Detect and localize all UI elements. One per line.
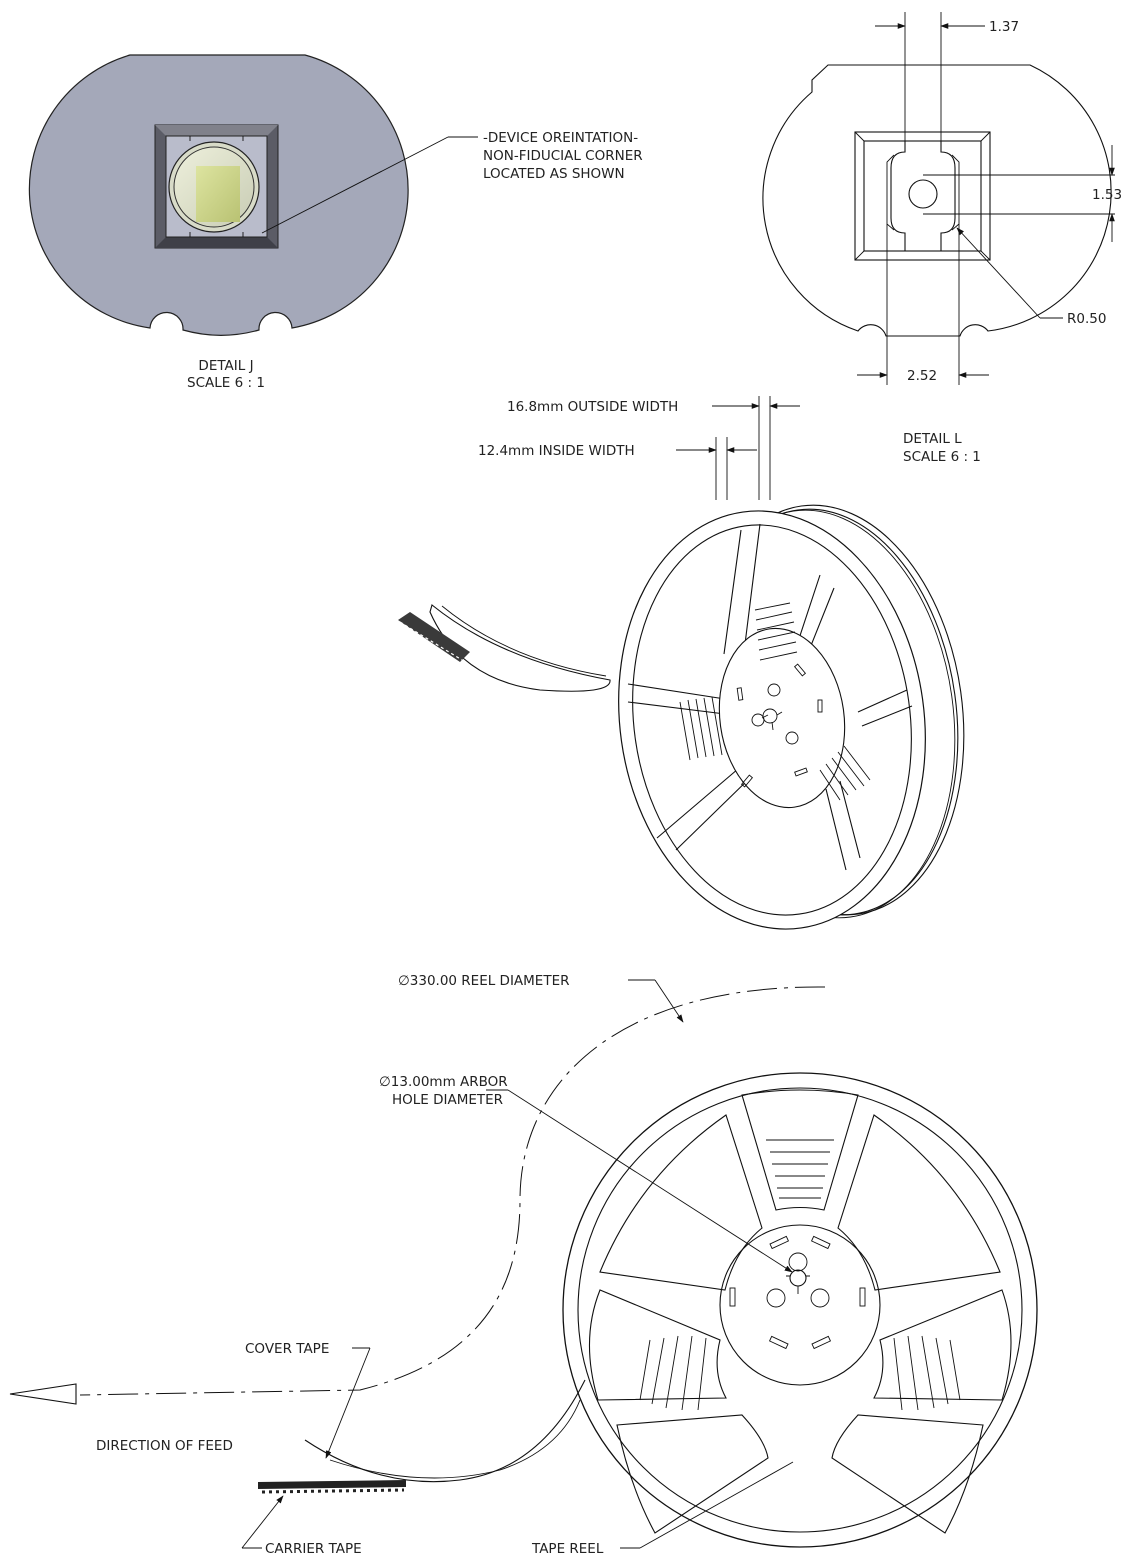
- detail-l-title: DETAIL L: [903, 431, 962, 447]
- detail-l-scale: SCALE 6 : 1: [903, 449, 981, 465]
- device-orientation-note-3: LOCATED AS SHOWN: [483, 166, 625, 182]
- carrier-tape-label: CARRIER TAPE: [265, 1541, 362, 1557]
- arbor-label-1: ∅13.00mm ARBOR: [379, 1074, 508, 1090]
- dim-2-52: 2.52: [907, 368, 937, 384]
- detail-l-outline: [762, 64, 1112, 337]
- centre-hole: [908, 179, 938, 209]
- dim-1-53: 1.53: [1092, 187, 1122, 203]
- outside-width-label: 16.8mm OUTSIDE WIDTH: [507, 399, 678, 415]
- carrier-tape: [258, 1480, 406, 1489]
- dim-1-37: 1.37: [989, 19, 1019, 35]
- iso-carrier-tape: [398, 612, 470, 662]
- cover-tape-label: COVER TAPE: [245, 1341, 329, 1357]
- dim-r0-50: R0.50: [1067, 311, 1106, 327]
- inside-width-label: 12.4mm INSIDE WIDTH: [478, 443, 635, 459]
- reel-isometric: 16.8mm OUTSIDE WIDTH 12.4mm INSIDE WIDTH: [398, 396, 965, 930]
- tape-reel-label: TAPE REEL: [531, 1541, 604, 1557]
- detail-j: -DEVICE OREINTATION- NON-FIDUCIAL CORNER…: [28, 54, 643, 391]
- direction-of-feed: DIRECTION OF FEED: [96, 1438, 233, 1454]
- arbor-label-2: HOLE DIAMETER: [392, 1092, 503, 1108]
- leader-line: [261, 136, 449, 234]
- led-package: [154, 124, 279, 249]
- detail-j-title: DETAIL J: [198, 358, 253, 374]
- reel-front: DIRECTION OF FEED: [9, 973, 1038, 1557]
- hub: [719, 1224, 881, 1386]
- feed-centerline: [79, 986, 826, 1396]
- detail-l: 1.37 1.53 R0.50 2.52 DETAIL L SCALE 6 : …: [762, 12, 1122, 465]
- reel-diameter-label: ∅330.00 REEL DIAMETER: [398, 973, 570, 989]
- device-orientation-note-2: NON-FIDUCIAL CORNER: [483, 148, 643, 164]
- device-orientation-note-1: -DEVICE OREINTATION-: [483, 130, 638, 146]
- detail-j-scale: SCALE 6 : 1: [187, 375, 265, 391]
- pad-cutout: [890, 141, 956, 251]
- led-die: [196, 166, 240, 222]
